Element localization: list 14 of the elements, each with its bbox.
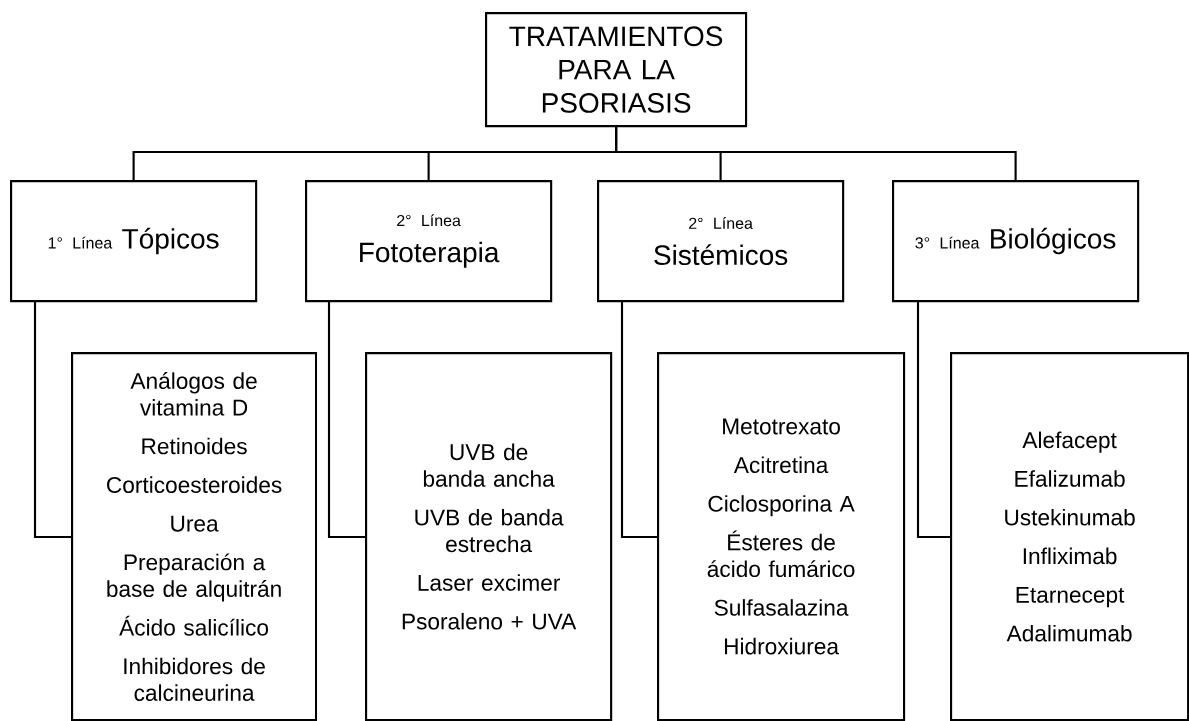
- connector-line: [327, 301, 365, 539]
- title-box: TRATAMIENTOS PARA LA PSORIASIS: [485, 12, 748, 128]
- connector-line: [33, 301, 71, 539]
- list-box: UVB de banda ancha UVB de banda estrecha Laser excimer Psoraleno + UVA: [365, 352, 613, 721]
- category-box: 3° Línea Biológicos: [892, 180, 1140, 303]
- list-box: Alefacept Efalizumab Ustekinumab Infliximab Etarnecept Adalimumab: [950, 352, 1189, 721]
- category-box: 2° Línea Fototerapia: [305, 180, 553, 303]
- list-box: Análogos de vitamina D Retinoides Corticoesteroides Urea Preparación a base de alquitrán Ácido salicílico Inhibidores de calcineurina: [71, 352, 318, 721]
- category-box: 1° Línea Tópicos: [10, 180, 258, 303]
- connector-line: [916, 301, 950, 539]
- list-box: Metotrexato Acitretina Ciclosporina A Ésteres de ácido fumárico Sulfasalazina Hidroxiurea: [657, 352, 906, 721]
- category-box: 2° Línea Sistémicos: [597, 180, 845, 303]
- connector-line: [620, 301, 657, 539]
- connector-line: [615, 127, 1017, 180]
